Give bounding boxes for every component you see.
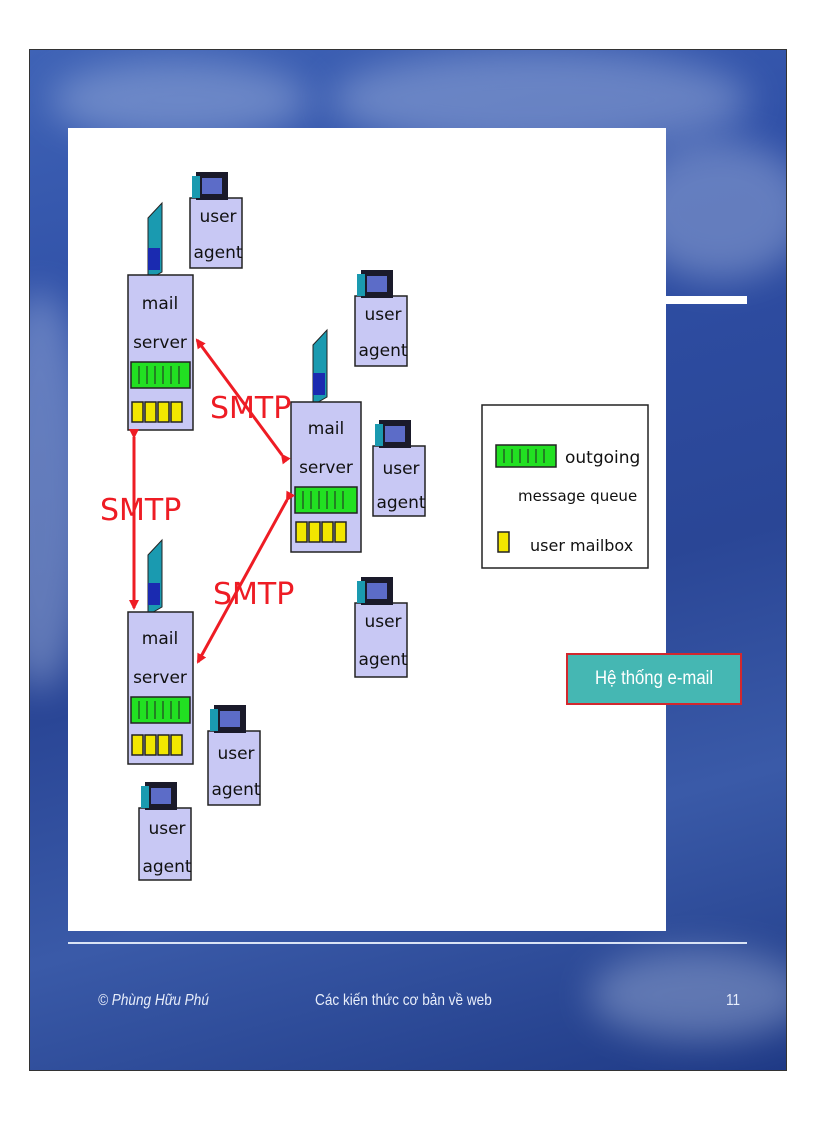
user-agent-label-line2: agent [142, 857, 191, 877]
legend-queue-swatch [495, 444, 557, 468]
smtp-label: SMTP [100, 493, 181, 528]
user-agent: user agent [138, 782, 192, 881]
server-label-line1: mail [308, 419, 344, 439]
user-agent-label-line1: user [148, 819, 185, 839]
footer-page-number: 11 [726, 992, 741, 1009]
computer-icon [192, 172, 228, 200]
user-agent-label-line2: agent [193, 243, 242, 263]
legend-mailbox-label: user mailbox [530, 536, 633, 555]
outgoing-queue [294, 486, 358, 514]
mail-server-middle: mail server [290, 328, 362, 553]
smtp-label: SMTP [210, 391, 291, 426]
mail-server-top: mail server [127, 201, 194, 431]
slide-title: Hệ thống e-mail [594, 668, 714, 689]
footer-course: Các kiến thức cơ bản về web [315, 992, 492, 1009]
computer-icon [375, 420, 411, 448]
accent-bar [666, 296, 747, 304]
user-agent-label-line2: agent [358, 341, 407, 361]
server-label-line2: server [133, 333, 187, 353]
user-mailbox [170, 734, 183, 756]
slide-title-box: Hệ thống e-mail [566, 653, 742, 705]
server-label-line1: mail [142, 294, 178, 314]
user-mailbox [144, 401, 157, 423]
user-mailbox [157, 734, 170, 756]
user-agent-label-line2: agent [376, 493, 425, 513]
footer-divider [68, 942, 747, 944]
user-agent-label-line2: agent [358, 650, 407, 670]
user-agent: user agent [207, 705, 261, 806]
user-agent-label-line1: user [382, 459, 419, 479]
user-mailbox [295, 521, 308, 543]
outgoing-queue [130, 361, 191, 389]
legend-outgoing-line2: message queue [518, 487, 637, 505]
slide-background: Hệ thống e-mail © Phùng Hữu Phú Các kiến… [29, 49, 787, 1071]
user-mailbox [144, 734, 157, 756]
user-mailbox [170, 401, 183, 423]
user-agent-label-line1: user [364, 612, 401, 632]
computer-icon [357, 270, 393, 298]
user-agent: user agent [372, 420, 426, 517]
user-mailbox [308, 521, 321, 543]
outgoing-queue [130, 696, 191, 724]
smtp-label: SMTP [213, 577, 294, 612]
smtp-arrow [196, 490, 296, 664]
server-label-line2: server [299, 458, 353, 478]
legend-outgoing-line1: outgoing [565, 448, 640, 468]
user-mailbox [334, 521, 347, 543]
user-agent: user agent [354, 577, 408, 678]
legend: outgoing message queue user mailbox [481, 404, 649, 569]
mail-server-bottom: mail server [127, 538, 194, 765]
user-agent-label-line1: user [217, 744, 254, 764]
user-agent: user agent [189, 172, 243, 269]
computer-icon [357, 577, 393, 605]
smtp-arrow [195, 338, 291, 465]
user-agent-label-line2: agent [211, 780, 260, 800]
user-mailbox [157, 401, 170, 423]
user-mailbox [131, 734, 144, 756]
legend-mailbox-swatch [497, 531, 510, 553]
user-agent: user agent [354, 270, 408, 367]
server-label-line1: mail [142, 629, 178, 649]
server-label-line2: server [133, 668, 187, 688]
user-agent-label-line1: user [199, 207, 236, 227]
computer-icon [210, 705, 246, 733]
footer-author: © Phùng Hữu Phú [98, 992, 209, 1009]
computer-icon [141, 782, 177, 810]
user-agent-label-line1: user [364, 305, 401, 325]
user-mailbox [321, 521, 334, 543]
user-mailbox [131, 401, 144, 423]
